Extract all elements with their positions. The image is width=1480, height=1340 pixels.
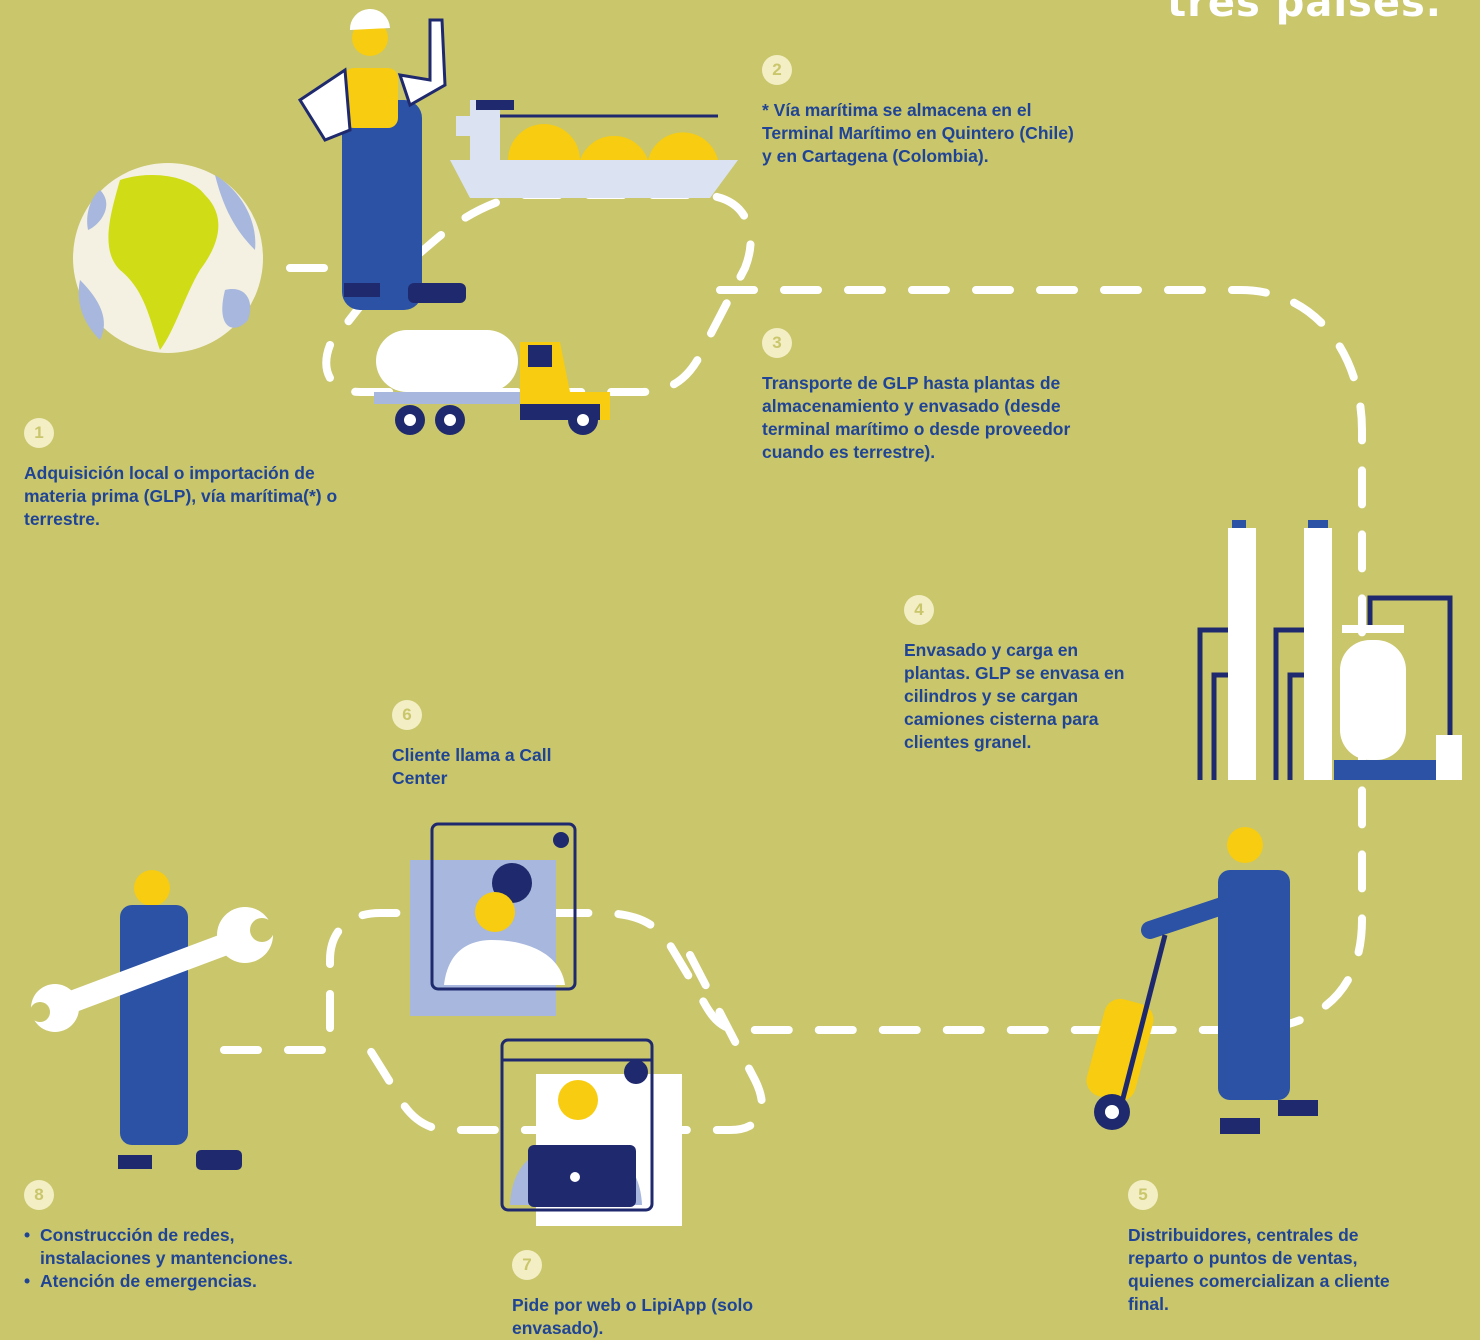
technician-wrench-icon <box>30 870 274 1170</box>
step-3: 3 Transporte de GLP hasta plantas de alm… <box>762 328 1102 464</box>
step-1: 1 Adquisición local o importación de mat… <box>24 418 344 531</box>
step-text: * Vía marítima se almacena en el Termina… <box>762 100 1074 166</box>
list-item: Atención de emergencias. <box>24 1270 344 1293</box>
gas-plant-icon <box>1197 520 1462 780</box>
globe-icon <box>73 163 263 353</box>
lpg-ship-icon <box>450 100 738 198</box>
tanker-truck-icon <box>374 330 610 435</box>
step-text: Adquisición local o importación de mater… <box>24 463 338 529</box>
web-order-icon <box>500 1038 682 1226</box>
delivery-worker-icon <box>1086 827 1318 1134</box>
step-text: Distribuidores, centrales de reparto o p… <box>1128 1225 1390 1314</box>
step-text: Transporte de GLP hasta plantas de almac… <box>762 373 1071 462</box>
step-text: Pide por web o LipiApp (solo envasado). <box>512 1295 754 1338</box>
step-number-badge: 2 <box>762 55 792 85</box>
step-number-badge: 3 <box>762 328 792 358</box>
worker-waving-icon <box>297 8 466 310</box>
page-title: tres países. <box>1167 0 1442 26</box>
step-number-badge: 8 <box>24 1180 54 1210</box>
step-4: 4 Envasado y carga en plantas. GLP se en… <box>904 595 1144 754</box>
step-list: Construcción de redes, instalaciones y m… <box>24 1224 344 1293</box>
list-item: Construcción de redes, instalaciones y m… <box>24 1224 344 1270</box>
step-number-badge: 4 <box>904 595 934 625</box>
step-number-badge: 7 <box>512 1250 542 1280</box>
step-number-badge: 6 <box>392 700 422 730</box>
step-6: 6 Cliente llama a Call Center <box>392 700 572 790</box>
step-number-badge: 5 <box>1128 1180 1158 1210</box>
step-number-badge: 1 <box>24 418 54 448</box>
step-text: Cliente llama a Call Center <box>392 745 552 788</box>
call-center-icon <box>410 822 577 1016</box>
step-2: 2 * Vía marítima se almacena en el Termi… <box>762 55 1082 168</box>
step-5: 5 Distribuidores, centrales de reparto o… <box>1128 1180 1418 1316</box>
step-7: 7 Pide por web o LipiApp (solo envasado)… <box>512 1250 772 1340</box>
step-text: Envasado y carga en plantas. GLP se enva… <box>904 640 1125 752</box>
flow-path <box>196 191 1366 1134</box>
step-8: 8 Construcción de redes, instalaciones y… <box>24 1180 344 1293</box>
